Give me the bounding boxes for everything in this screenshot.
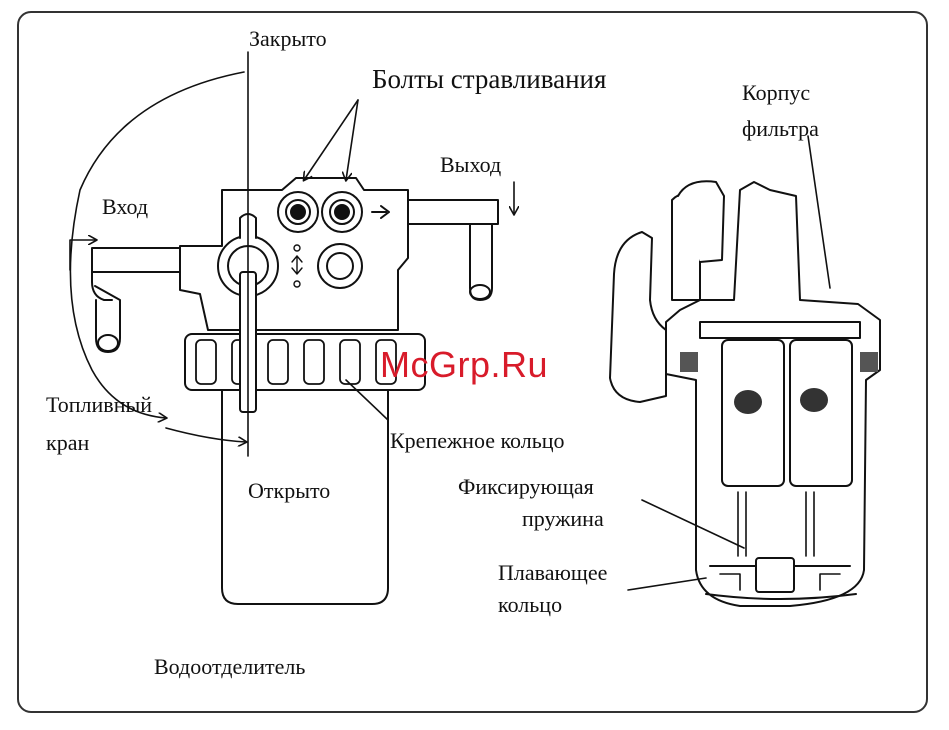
outlet-pipe xyxy=(408,200,498,300)
label-float-ring-line1: Плавающее xyxy=(498,560,607,586)
label-filter-housing-line1: Корпус xyxy=(742,80,810,106)
label-retaining-ring: Крепежное кольцо xyxy=(390,428,565,454)
label-filter-housing-line2: фильтра xyxy=(742,116,819,142)
label-closed: Закрыто xyxy=(249,26,327,52)
bleed-bolt-right xyxy=(322,192,362,232)
label-fuel-valve-line1: Топливный xyxy=(46,392,152,418)
label-outlet: Выход xyxy=(440,152,501,178)
filter-cross-section xyxy=(610,181,880,606)
label-open: Открыто xyxy=(248,478,330,504)
inlet-pipe xyxy=(92,248,180,352)
label-inlet: Вход xyxy=(102,194,148,220)
label-bleed-bolts: Болты стравливания xyxy=(372,66,606,92)
water-separator-assembly xyxy=(92,52,498,604)
label-retaining-spring-line1: Фиксирующая xyxy=(458,474,594,500)
port-circle xyxy=(318,244,362,288)
label-float-ring-line2: кольцо xyxy=(498,592,562,618)
label-water-separator: Водоотделитель xyxy=(154,654,305,680)
label-retaining-spring-line2: пружина xyxy=(522,506,604,532)
watermark: McGrp.Ru xyxy=(380,344,548,386)
label-fuel-valve-line2: кран xyxy=(46,430,89,456)
bleed-bolt-left xyxy=(278,192,318,232)
